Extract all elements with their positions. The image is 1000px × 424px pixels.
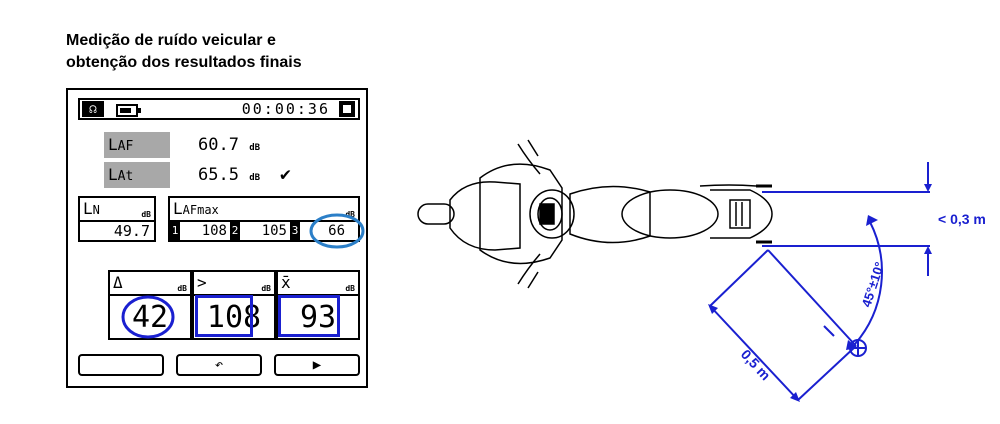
stat-max-symbol: > <box>197 273 207 292</box>
ln-label-sub: N <box>92 203 100 217</box>
stat-delta-value: 42 <box>131 300 169 335</box>
highlight-max-rect <box>195 295 253 337</box>
laf-label: LAF <box>104 132 170 158</box>
ln-unit: dB <box>141 210 151 219</box>
laf-unit: dB <box>249 143 261 153</box>
stop-icon[interactable] <box>339 101 355 117</box>
lafmax-header: LAFmax dB <box>170 198 358 220</box>
stat-delta-unit: dB <box>177 284 187 293</box>
stat-delta-symbol: Δ <box>113 273 123 292</box>
label-angle: 45°±10° <box>859 260 888 309</box>
highlight-ellipses <box>121 213 365 339</box>
status-bar: ☊ 00:00:36 <box>78 98 360 120</box>
measurement-lines <box>708 162 932 402</box>
softkey-left[interactable] <box>78 354 164 376</box>
stat-delta-header: Δ dB <box>110 272 190 296</box>
lat-value-group: 65.5 dB <box>198 162 260 191</box>
highlight-lafmax-3-ellipse <box>309 213 365 249</box>
laf-label-sub: AF <box>117 139 134 154</box>
lafmax-value-3: 66 <box>328 223 345 239</box>
lat-label-main: L <box>108 165 118 184</box>
ln-value-row: 49.7 <box>80 220 154 240</box>
highlight-mean-rect <box>278 295 340 337</box>
softkey-next[interactable]: ▶ <box>274 354 360 376</box>
stat-mean-unit: dB <box>345 284 355 293</box>
ln-header: LN dB <box>80 198 154 220</box>
elapsed-timer: 00:00:36 <box>241 100 330 118</box>
lafmax-value-1: 108 <box>201 223 227 239</box>
figure-title: Medição de ruído veicular e obtenção dos… <box>66 30 302 74</box>
stat-mean-symbol: x̄ <box>281 273 291 292</box>
lafmax-index-3: 3 <box>290 222 300 240</box>
title-line-1: Medição de ruído veicular e <box>66 32 276 49</box>
stat-delta: Δ dB 42 <box>108 270 192 340</box>
stat-mean: x̄ dB 93 <box>276 270 360 340</box>
lafmax-label-main: L <box>173 199 183 218</box>
lafmax-value-2: 105 <box>261 223 287 239</box>
lafmax-value-row: 1 108 2 105 3 66 <box>170 220 358 240</box>
lafmax-index-2: 2 <box>230 222 240 240</box>
laf-value: 60.7 <box>198 135 239 155</box>
ln-label-main: L <box>83 199 93 218</box>
lat-unit: dB <box>249 173 261 183</box>
lafmax-label-sub: AFmax <box>182 203 219 217</box>
label-side-distance: < 0,3 m <box>938 211 986 227</box>
label-mic-distance: 0,5 m <box>738 346 774 383</box>
measurement-diagram: < 0,3 m 0,5 m 45°±10° <box>417 139 986 402</box>
lat-label-sub: At <box>117 169 134 184</box>
ln-value: 49.7 <box>113 222 150 240</box>
check-icon: ✔ <box>280 164 291 185</box>
lat-label: LAt <box>104 162 170 188</box>
microphone-icon: ☊ <box>82 101 104 117</box>
laf-value-group: 60.7 dB <box>198 132 260 161</box>
softkey-back[interactable]: ↶ <box>176 354 262 376</box>
motorcycle-outline <box>417 139 773 289</box>
ln-box: LN dB 49.7 <box>78 196 156 242</box>
title-line-2: obtenção dos resultados finais <box>66 54 302 71</box>
highlight-delta-ellipse <box>121 295 175 339</box>
lat-value: 65.5 <box>198 165 239 185</box>
lafmax-index-1: 1 <box>170 222 180 240</box>
sound-level-meter-screen: ☊ 00:00:36 LAF 60.7 dB LAt 65.5 dB ✔ LN … <box>66 88 368 388</box>
battery-icon <box>116 104 141 117</box>
stat-max-unit: dB <box>261 284 271 293</box>
lafmax-unit: dB <box>345 210 355 219</box>
lafmax-box: LAFmax dB 1 108 2 105 3 66 <box>168 196 360 242</box>
laf-label-main: L <box>108 135 118 154</box>
stat-mean-value: 93 <box>299 300 337 335</box>
